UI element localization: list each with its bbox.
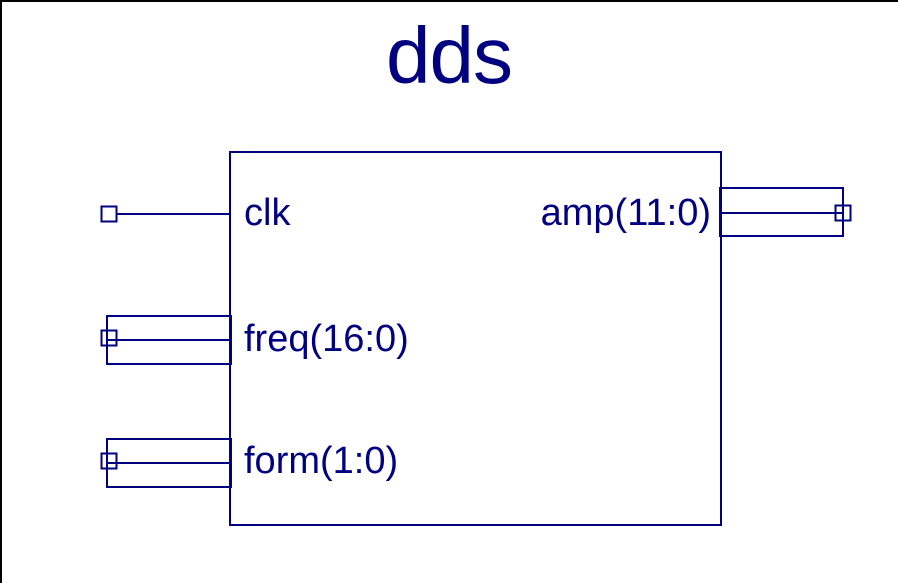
port-freq-graphics[interactable] [100,315,232,365]
clk-terminal-square[interactable] [100,205,118,223]
port-amp-graphics[interactable] [719,187,852,237]
port-clk-graphics[interactable] [100,205,232,223]
port-label-clk: clk [244,192,291,234]
port-label-form: form(1:0) [244,440,399,482]
canvas-border-left [0,0,2,583]
port-label-amp: amp(11:0) [540,192,711,234]
module-title: dds [386,11,513,100]
amp-terminal-square[interactable] [834,204,852,222]
port-form-graphics[interactable] [100,438,232,488]
form-terminal-square[interactable] [100,452,118,470]
freq-terminal-square[interactable] [100,329,118,347]
port-label-freq: freq(16:0) [244,318,409,360]
canvas-border-top [0,0,898,2]
